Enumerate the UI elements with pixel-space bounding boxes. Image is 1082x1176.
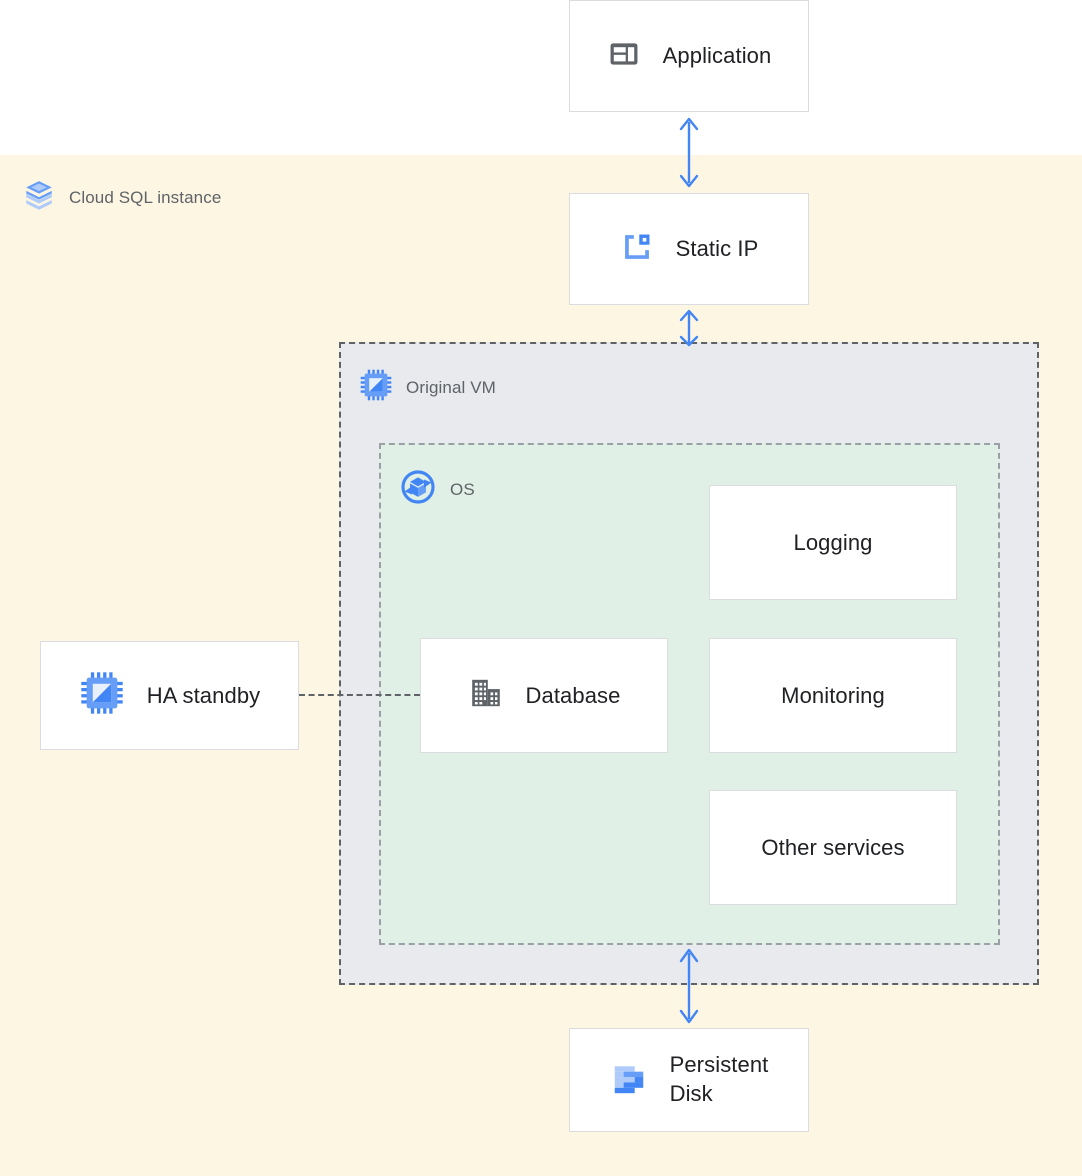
node-database[interactable]: Database — [420, 638, 668, 753]
connector-os-to-persistent-disk — [664, 944, 714, 1028]
node-persistent-disk[interactable]: Persistent Disk — [569, 1028, 809, 1132]
vm-chip-icon — [79, 670, 125, 721]
node-monitoring[interactable]: Monitoring — [709, 638, 957, 753]
node-application-label: Application — [662, 43, 772, 69]
node-logging[interactable]: Logging — [709, 485, 957, 600]
node-persistent-disk-label: Persistent Disk — [670, 1051, 769, 1108]
original-vm-label-group: Original VM — [359, 368, 496, 407]
node-ha-standby-label: HA standby — [146, 682, 261, 708]
static-ip-icon — [620, 230, 654, 269]
node-persistent-disk-label-line2: Disk — [669, 1081, 713, 1106]
node-database-label: Database — [525, 682, 621, 708]
connector-static-ip-to-original-vm — [664, 305, 714, 350]
node-static-ip[interactable]: Static IP — [569, 193, 809, 305]
cloud-sql-stacked-layers-icon — [22, 178, 56, 217]
application-window-icon — [607, 37, 641, 76]
node-logging-label: Logging — [793, 529, 873, 555]
node-application[interactable]: Application — [569, 0, 809, 112]
os-label: OS — [450, 479, 475, 499]
persistent-disk-icon — [610, 1059, 648, 1102]
connector-application-to-static-ip — [664, 112, 714, 193]
node-persistent-disk-label-line1: Persistent — [669, 1052, 769, 1078]
node-ha-standby[interactable]: HA standby — [40, 641, 299, 750]
node-monitoring-label: Monitoring — [781, 682, 885, 708]
vm-chip-icon — [359, 368, 393, 407]
connector-ha-standby-to-database — [299, 694, 420, 698]
cloud-sql-instance-label: Cloud SQL instance — [69, 187, 222, 207]
node-static-ip-label: Static IP — [675, 236, 759, 262]
database-building-icon — [468, 675, 504, 716]
node-other-services-label: Other services — [761, 834, 905, 860]
cloud-sql-instance-label-group: Cloud SQL instance — [22, 178, 221, 217]
original-vm-label: Original VM — [406, 377, 496, 397]
os-cube-circle-icon — [400, 469, 436, 510]
os-label-group: OS — [400, 469, 475, 510]
node-other-services[interactable]: Other services — [709, 790, 957, 905]
